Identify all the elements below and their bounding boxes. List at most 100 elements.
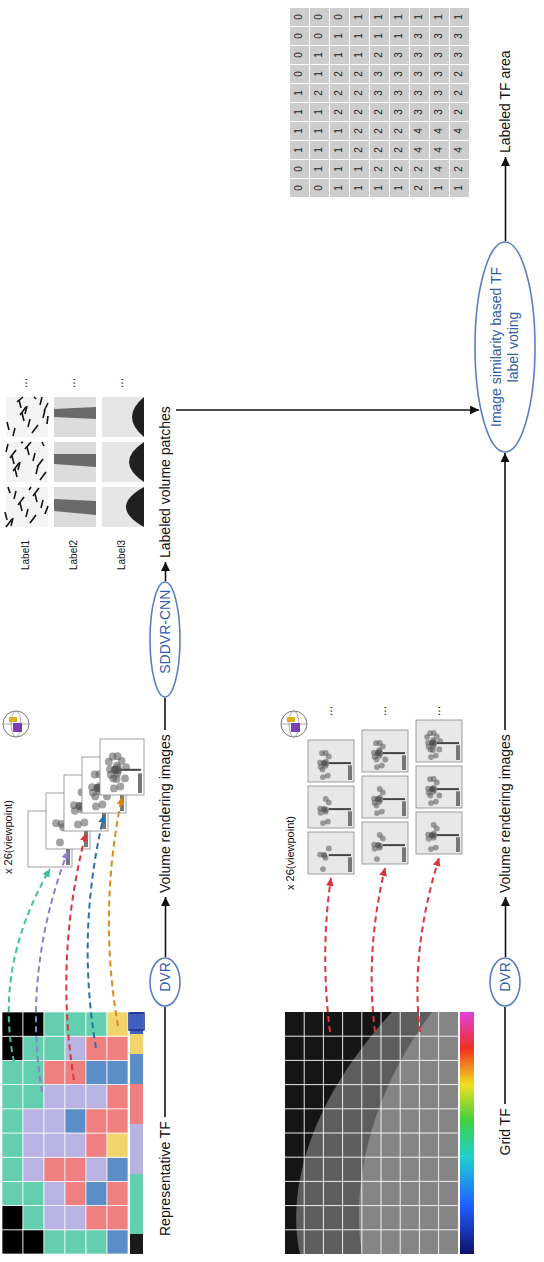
grid-line [323, 1012, 324, 1254]
matrix-cell: 1 [430, 8, 449, 26]
node-text: DVR [497, 957, 514, 997]
volume-icon [9, 717, 17, 722]
tree-leaves [377, 786, 383, 792]
tree-trunk [437, 788, 459, 790]
tf-cell [44, 1060, 65, 1084]
rendered-image [362, 730, 408, 772]
tf-cell [2, 1181, 23, 1205]
branch-stroke [40, 472, 46, 480]
branch-stroke [14, 491, 16, 499]
tree-leaves [326, 845, 332, 851]
matrix-cell: 2 [450, 160, 469, 178]
tree-leaves [372, 846, 378, 852]
tree-leaves [318, 810, 324, 816]
tf-cell [44, 1133, 65, 1157]
tree-trunk [383, 798, 405, 800]
branch-stroke [6, 519, 12, 527]
patch-label: Label1 [20, 540, 32, 570]
volume-patch [102, 487, 144, 527]
matrix-cell: 3 [430, 84, 449, 102]
tf-cell [86, 1109, 107, 1133]
matrix-cell: 2 [350, 84, 369, 102]
tree-leaves [429, 786, 435, 792]
matrix-cell: 1 [370, 8, 389, 26]
tree-leaves [437, 738, 443, 744]
matrix-cell: 3 [450, 46, 469, 64]
rendered-image [416, 720, 462, 762]
ground [138, 773, 142, 793]
representative-tf-image [2, 1012, 144, 1254]
branch-stroke [44, 403, 48, 411]
tree-leaves [379, 763, 385, 769]
tree-leaves [52, 819, 60, 827]
dashed-arrow [417, 858, 439, 1032]
rendered-image [100, 739, 144, 795]
tree-leaves [116, 783, 124, 791]
matrix-cell: 3 [390, 103, 409, 121]
globe-outline [3, 711, 29, 737]
tf-cell [2, 1133, 23, 1157]
viewpoint-note: x 26(viewpoint) [2, 800, 15, 874]
matrix-cell: 4 [410, 141, 429, 159]
tree-leaves [325, 819, 331, 825]
matrix-cell: 2 [370, 160, 389, 178]
matrix-cell: 2 [450, 65, 469, 83]
tree-leaves [373, 740, 379, 746]
tf-cell [44, 1109, 65, 1133]
branch-stroke [34, 397, 36, 399]
rendered-image [416, 812, 462, 854]
tree-trunk [329, 808, 351, 810]
branch-stroke [12, 456, 14, 464]
tf-colorbar [130, 1174, 143, 1234]
tree-leaves [121, 774, 129, 782]
ground [456, 791, 460, 806]
tree-leaves [433, 845, 439, 851]
viewpoint-globe [3, 711, 29, 737]
matrix-cell: 1 [410, 8, 429, 26]
flow-arrow [165, 897, 167, 957]
matrix-cell: 0 [290, 65, 309, 83]
tree-leaves [377, 843, 383, 849]
tree-leaves [323, 796, 329, 802]
ground [402, 847, 406, 862]
branch-stroke [22, 413, 24, 421]
branch-stroke [32, 425, 38, 433]
matrix-cell: 0 [290, 8, 309, 26]
ellipsis-mark: ... [17, 378, 31, 388]
tf-cell [107, 1133, 128, 1157]
tf-colorbar [130, 1054, 143, 1084]
branch-stroke [20, 503, 22, 511]
matrix-cell: 4 [450, 122, 469, 140]
matrix-cell: 1 [330, 141, 349, 159]
patch-ground [54, 397, 96, 437]
volume-icon [287, 717, 295, 722]
tf-cell [86, 1133, 107, 1157]
tree-leaves [320, 866, 326, 872]
tree-leaves [430, 737, 436, 743]
process-oval: DVR [149, 957, 181, 1007]
matrix-cell: 1 [330, 27, 349, 45]
dark-region [132, 397, 144, 437]
image-frame [362, 776, 408, 818]
volume-icon [291, 723, 300, 732]
matrix-cell: 2 [350, 122, 369, 140]
volume-patch [54, 397, 96, 437]
rendered-image [308, 786, 354, 828]
tf-cell [23, 1181, 44, 1205]
branch-stroke [13, 428, 15, 436]
matrix-cell: 4 [430, 141, 449, 159]
matrix-cell: 0 [310, 8, 329, 26]
stage-label: Volume rendering images [155, 730, 176, 897]
tf-cell [65, 1206, 86, 1230]
grid-tf-background [285, 1012, 458, 1254]
matrix-cell: 2 [350, 65, 369, 83]
tf-cell [2, 1012, 23, 1036]
tf-cell [107, 1085, 128, 1109]
tree-leaves [325, 773, 331, 779]
tf-cell [44, 1181, 65, 1205]
matrix-cell: 2 [350, 103, 369, 121]
matrix-cell: 3 [370, 84, 389, 102]
node-text: Image similarity based TF label voting [488, 267, 522, 427]
matrix-cell: 2 [410, 160, 429, 178]
tf-colorbar [130, 1084, 143, 1124]
